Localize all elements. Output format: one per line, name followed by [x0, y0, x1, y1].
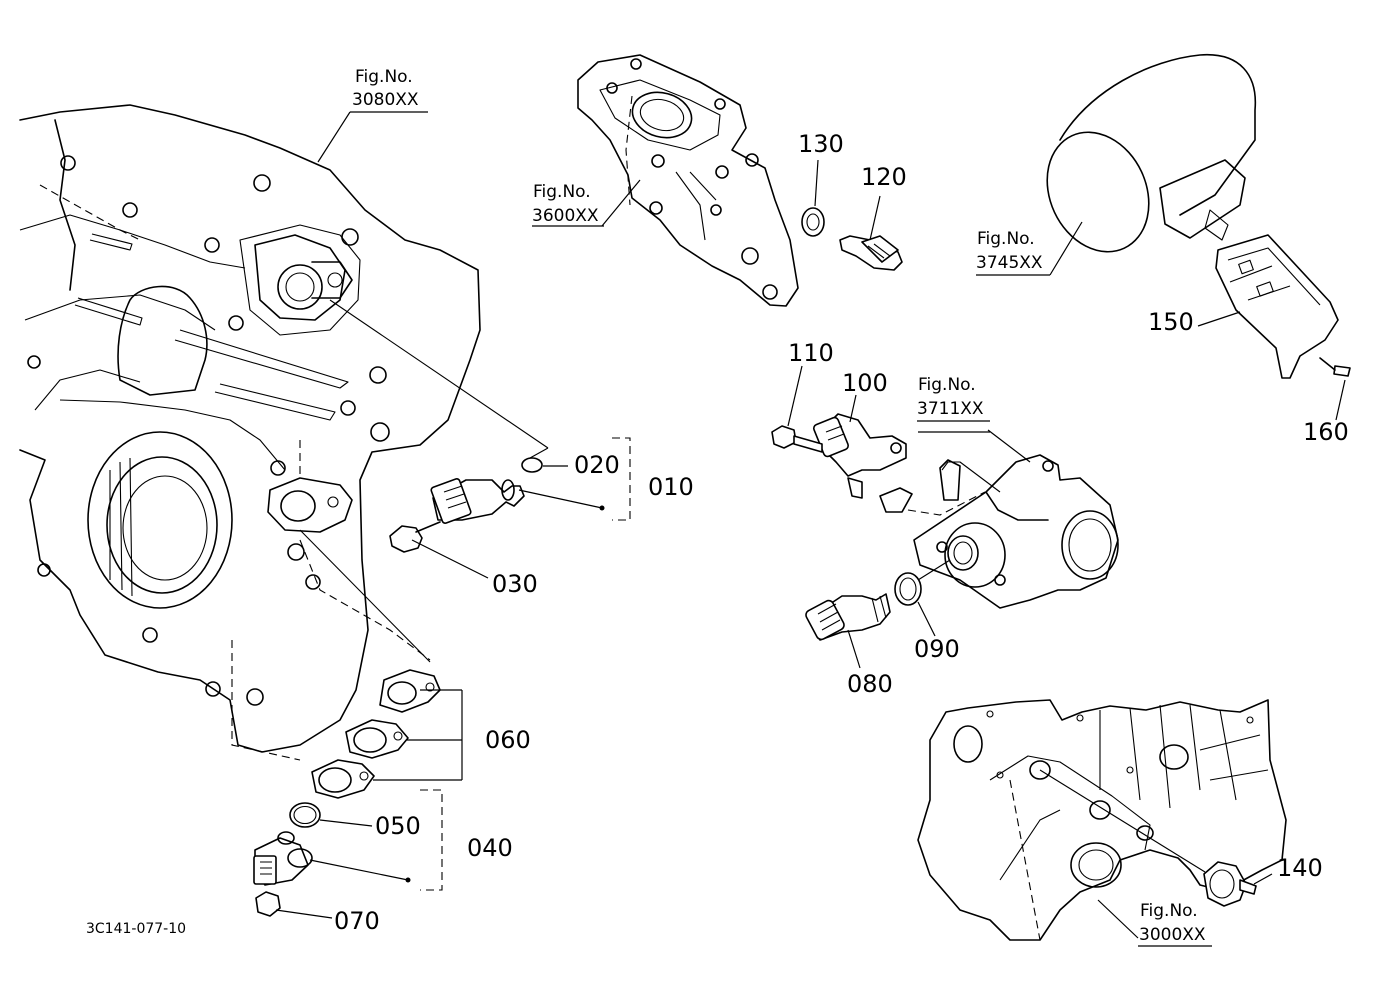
part-number-090[interactable]: 090 [914, 635, 960, 663]
fig-ref-3000: Fig.No. 3000XX [1138, 901, 1212, 947]
fig-ref-label: Fig.No. [355, 67, 413, 87]
crankcase-drawing [917, 699, 1287, 941]
fig-ref-number: 3745XX [976, 253, 1043, 273]
part-number-150[interactable]: 150 [1148, 308, 1194, 336]
part-number-120[interactable]: 120 [861, 163, 907, 191]
sensor-120-drawing [801, 159, 903, 271]
sensor-assembly-010 [389, 437, 631, 579]
part-number-100[interactable]: 100 [842, 369, 888, 397]
thermostat-housing-drawing [532, 54, 799, 307]
sensor-assembly-040 [253, 669, 463, 919]
fig-ref-label: Fig.No. [977, 229, 1035, 249]
part-number-160[interactable]: 160 [1303, 418, 1349, 446]
part-number-070[interactable]: 070 [334, 907, 380, 935]
part-number-050[interactable]: 050 [375, 812, 421, 840]
part-number-130[interactable]: 130 [798, 130, 844, 158]
fig-ref-3745: Fig.No. 3745XX [976, 229, 1050, 276]
part-number-110[interactable]: 110 [788, 339, 834, 367]
fig-ref-3080: Fig.No. 3080XX [350, 67, 428, 113]
part-number-040[interactable]: 040 [467, 834, 513, 862]
gear-case-drawing [19, 104, 549, 761]
part-number-080[interactable]: 080 [847, 670, 893, 698]
part-number-020[interactable]: 020 [574, 451, 620, 479]
drawing-code: 3C141-077-10 [86, 921, 186, 937]
part-number-060[interactable]: 060 [485, 726, 531, 754]
water-flange-drawing [771, 365, 1119, 669]
fig-ref-3711: Fig.No. 3711XX [917, 375, 990, 422]
fig-ref-label: Fig.No. [533, 182, 591, 202]
fig-ref-number: 3000XX [1139, 925, 1206, 945]
part-number-140[interactable]: 140 [1277, 854, 1323, 882]
part-number-030[interactable]: 030 [492, 570, 538, 598]
fig-ref-number: 3600XX [532, 206, 599, 226]
part-number-010[interactable]: 010 [648, 473, 694, 501]
fig-ref-label: Fig.No. [1140, 901, 1198, 921]
fig-ref-number: 3711XX [917, 399, 984, 419]
fig-ref-number: 3080XX [352, 90, 419, 110]
fig-ref-label: Fig.No. [918, 375, 976, 395]
fig-ref-3600: Fig.No. 3600XX [532, 182, 599, 226]
air-cleaner-drawing [1046, 54, 1351, 421]
